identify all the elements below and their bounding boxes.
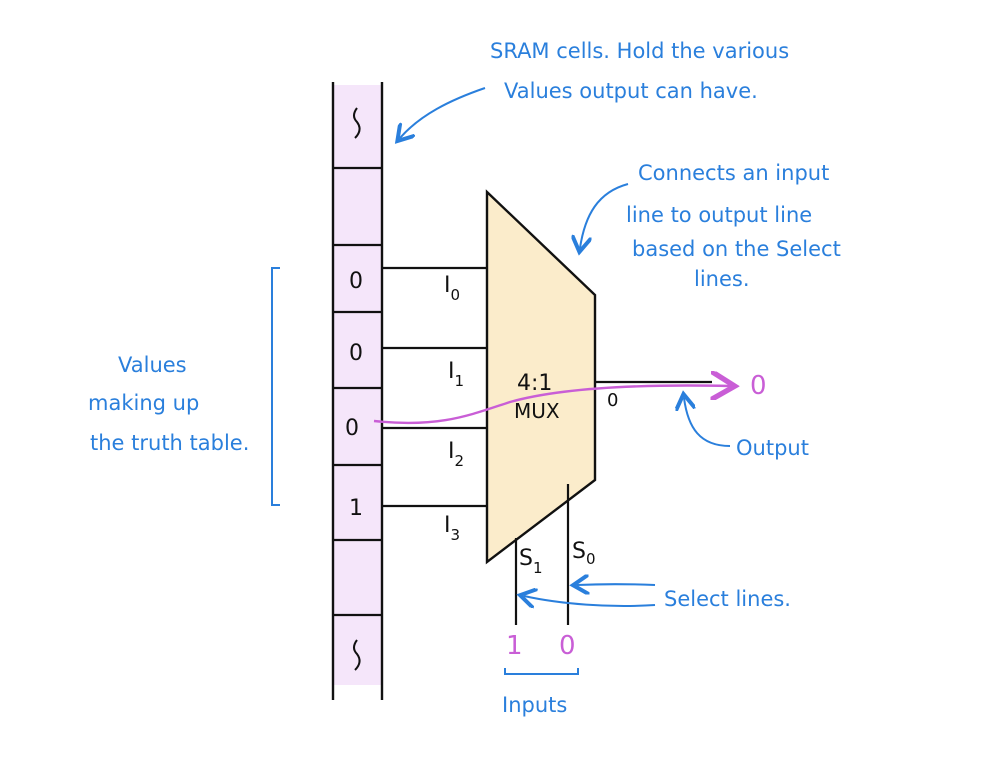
mux-arrow (580, 183, 629, 248)
sram-cell-value: 0 (349, 341, 363, 366)
output-arrow (684, 398, 731, 447)
input-label: I3 (444, 513, 460, 544)
mux-note: Connects an input (638, 161, 829, 185)
break-mark-top (353, 107, 361, 139)
mux-label: MUX (514, 399, 560, 423)
inputs-bracket (504, 668, 579, 675)
select-label-s0: S0 (572, 539, 596, 568)
truth-table-bracket (271, 267, 280, 506)
sram-column: 0 0 0 1 (331, 82, 384, 700)
input-wires (382, 266, 487, 508)
mux-block: 4:1 MUX (485, 189, 597, 565)
input-value-s0: 0 (559, 631, 576, 661)
signal-path (373, 386, 730, 425)
mux-label: 4:1 (517, 371, 552, 396)
select-lines (514, 484, 570, 625)
select-arrow-s0 (577, 584, 656, 585)
mux-note: based on the Select (632, 237, 841, 261)
select-arrow-s1 (524, 596, 656, 606)
select-label-s1: S1 (519, 546, 543, 577)
input-label: I0 (444, 273, 460, 304)
sram-cell-value: 1 (349, 496, 363, 521)
sram-arrow (400, 87, 486, 138)
inputs-label: Inputs (502, 693, 567, 717)
sram-cell-value: 0 (349, 269, 363, 294)
input-label: I1 (448, 359, 464, 390)
values-note: making up (88, 391, 199, 415)
break-mark-bottom (353, 639, 361, 671)
output-value: 0 (750, 371, 767, 401)
select-label: Select lines. (664, 587, 791, 611)
sram-note: Values output can have. (504, 79, 758, 103)
values-note: the truth table. (90, 431, 249, 455)
values-note: Values (118, 353, 187, 377)
output-label: Output (736, 436, 809, 460)
mux-note: lines. (694, 267, 750, 291)
input-value-s1: 1 (506, 631, 523, 661)
mux-note: line to output line (626, 203, 812, 227)
sram-note: SRAM cells. Hold the various (490, 39, 789, 63)
input-labels: I0 I1 I2 I3 (444, 273, 464, 544)
sram-cell-value: 0 (345, 416, 359, 441)
input-label: I2 (448, 439, 464, 470)
output-value-small: 0 (607, 390, 618, 411)
